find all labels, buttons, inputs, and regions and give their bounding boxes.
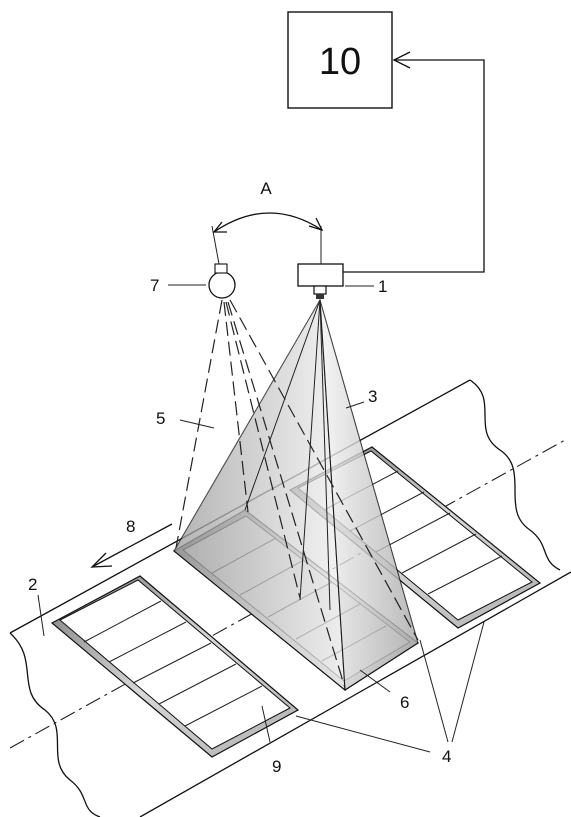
centerline — [9, 439, 566, 749]
label-substrate: 2 — [28, 575, 37, 594]
label-camera-field: 3 — [368, 387, 377, 406]
label-panel: 9 — [272, 757, 281, 776]
label-cells: 4 — [442, 747, 451, 766]
label-angle: A — [260, 179, 272, 198]
label-direction: 8 — [126, 517, 135, 536]
label-illuminated-zone: 6 — [400, 693, 409, 712]
label-controller: 10 — [319, 41, 361, 83]
label-light-source: 7 — [150, 276, 159, 295]
label-camera: 1 — [378, 277, 387, 296]
label-light-field: 5 — [156, 409, 165, 428]
camera-field-of-view — [173, 298, 419, 692]
direction-arrow — [90, 523, 173, 568]
light-source — [208, 225, 236, 299]
panel-left — [50, 575, 300, 758]
signal-line — [343, 51, 485, 273]
angle-arc: A — [212, 179, 324, 233]
controller-box: 10 — [287, 11, 393, 109]
camera — [297, 226, 344, 299]
leader-lines — [37, 284, 485, 753]
